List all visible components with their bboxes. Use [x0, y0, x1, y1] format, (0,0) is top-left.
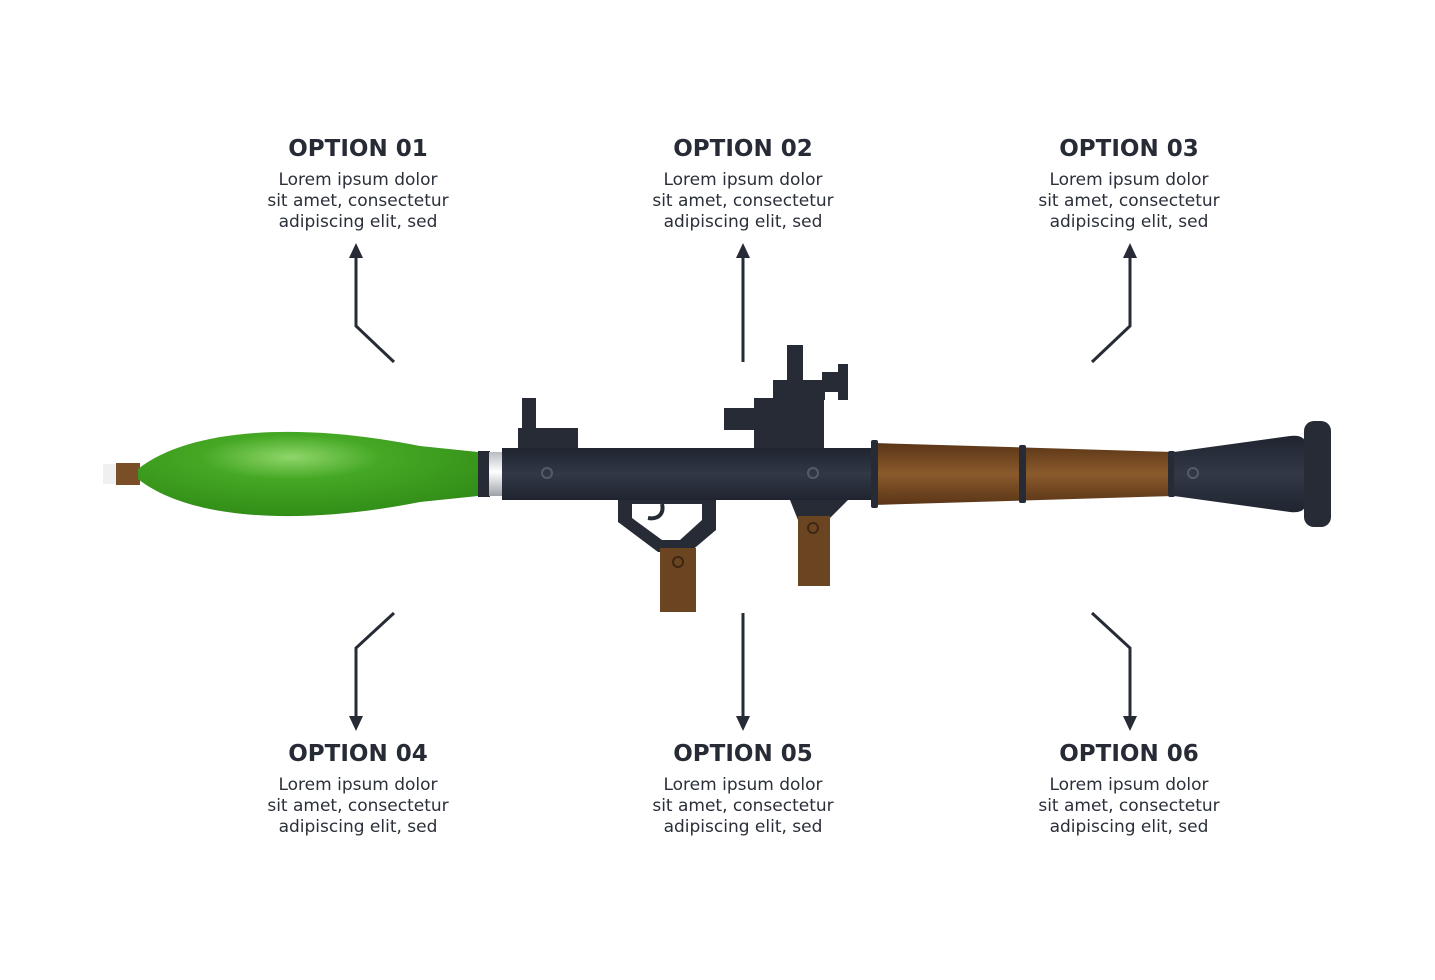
- option-description: Lorem ipsum dolor sit amet, consectetur …: [198, 170, 518, 233]
- connector-option-06: [1090, 611, 1132, 718]
- description-line: Lorem ipsum dolor: [278, 170, 438, 190]
- option-description: Lorem ipsum dolor sit amet, consectetur …: [198, 775, 518, 838]
- option-05: OPTION 05 Lorem ipsum dolor sit amet, co…: [583, 739, 903, 838]
- description-line: Lorem ipsum dolor: [1049, 775, 1209, 795]
- arrowhead-icon: [1123, 243, 1137, 258]
- option-description: Lorem ipsum dolor sit amet, consectetur …: [583, 775, 903, 838]
- connector-option-04: [354, 611, 396, 718]
- option-title: OPTION 06: [1059, 741, 1199, 767]
- rocket-launcher-icon: [103, 345, 1331, 612]
- description-line: adipiscing elit, sed: [278, 817, 438, 837]
- arrowhead-icon: [349, 243, 363, 258]
- option-03: OPTION 03 Lorem ipsum dolor sit amet, co…: [969, 134, 1289, 233]
- arrowhead-icon: [349, 716, 363, 731]
- description-line: adipiscing elit, sed: [278, 212, 438, 232]
- connector-option-03: [1090, 256, 1132, 364]
- option-06: OPTION 06 Lorem ipsum dolor sit amet, co…: [969, 739, 1289, 838]
- description-line: Lorem ipsum dolor: [278, 775, 438, 795]
- description-line: adipiscing elit, sed: [1049, 817, 1209, 837]
- option-title: OPTION 02: [673, 136, 813, 162]
- arrowhead-icon: [736, 243, 750, 258]
- option-04: OPTION 04 Lorem ipsum dolor sit amet, co…: [198, 739, 518, 838]
- description-line: adipiscing elit, sed: [663, 817, 823, 837]
- arrowhead-icon: [736, 716, 750, 731]
- option-01: OPTION 01 Lorem ipsum dolor sit amet, co…: [198, 134, 518, 233]
- description-line: sit amet, consectetur: [267, 191, 449, 211]
- option-02: OPTION 02 Lorem ipsum dolor sit amet, co…: [583, 134, 903, 233]
- description-line: sit amet, consectetur: [267, 796, 449, 816]
- description-line: Lorem ipsum dolor: [663, 170, 823, 190]
- description-line: sit amet, consectetur: [1038, 796, 1220, 816]
- option-description: Lorem ipsum dolor sit amet, consectetur …: [969, 775, 1289, 838]
- description-line: adipiscing elit, sed: [1049, 212, 1209, 232]
- option-title: OPTION 03: [1059, 136, 1199, 162]
- option-title: OPTION 04: [288, 741, 428, 767]
- description-line: sit amet, consectetur: [652, 191, 834, 211]
- description-line: sit amet, consectetur: [1038, 191, 1220, 211]
- option-description: Lorem ipsum dolor sit amet, consectetur …: [583, 170, 903, 233]
- description-line: Lorem ipsum dolor: [663, 775, 823, 795]
- arrowhead-icon: [1123, 716, 1137, 731]
- option-description: Lorem ipsum dolor sit amet, consectetur …: [969, 170, 1289, 233]
- option-title: OPTION 05: [673, 741, 813, 767]
- description-line: adipiscing elit, sed: [663, 212, 823, 232]
- connector-option-01: [354, 256, 396, 364]
- description-line: Lorem ipsum dolor: [1049, 170, 1209, 190]
- description-line: sit amet, consectetur: [652, 796, 834, 816]
- option-title: OPTION 01: [288, 136, 428, 162]
